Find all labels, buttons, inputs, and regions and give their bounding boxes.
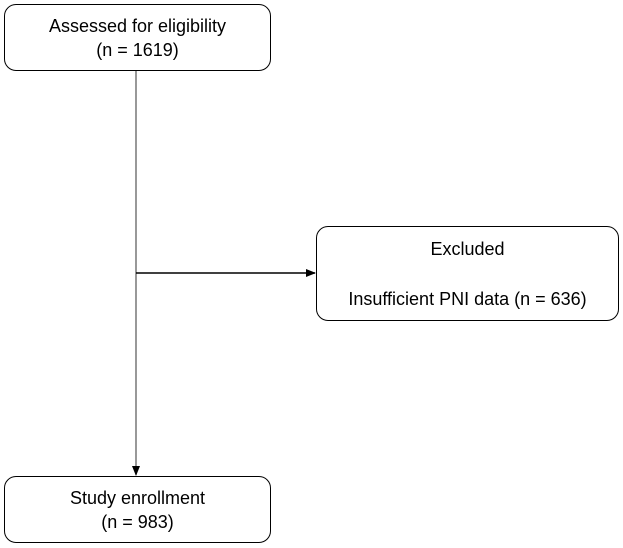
excluded-reason: Insufficient PNI data (n = 636): [348, 289, 587, 309]
enrollment-title: Study enrollment: [69, 488, 206, 508]
excluded-title: Excluded: [430, 239, 505, 259]
assessed-count: (n = 1619): [96, 40, 179, 60]
enrollment-box: Study enrollment (n = 983): [4, 476, 271, 543]
assessed-title: Assessed for eligibility: [48, 16, 227, 36]
enrollment-count: (n = 983): [101, 512, 174, 532]
assessed-box: Assessed for eligibility (n = 1619): [4, 4, 271, 71]
excluded-box: Excluded Insufficient PNI data (n = 636): [316, 226, 619, 321]
